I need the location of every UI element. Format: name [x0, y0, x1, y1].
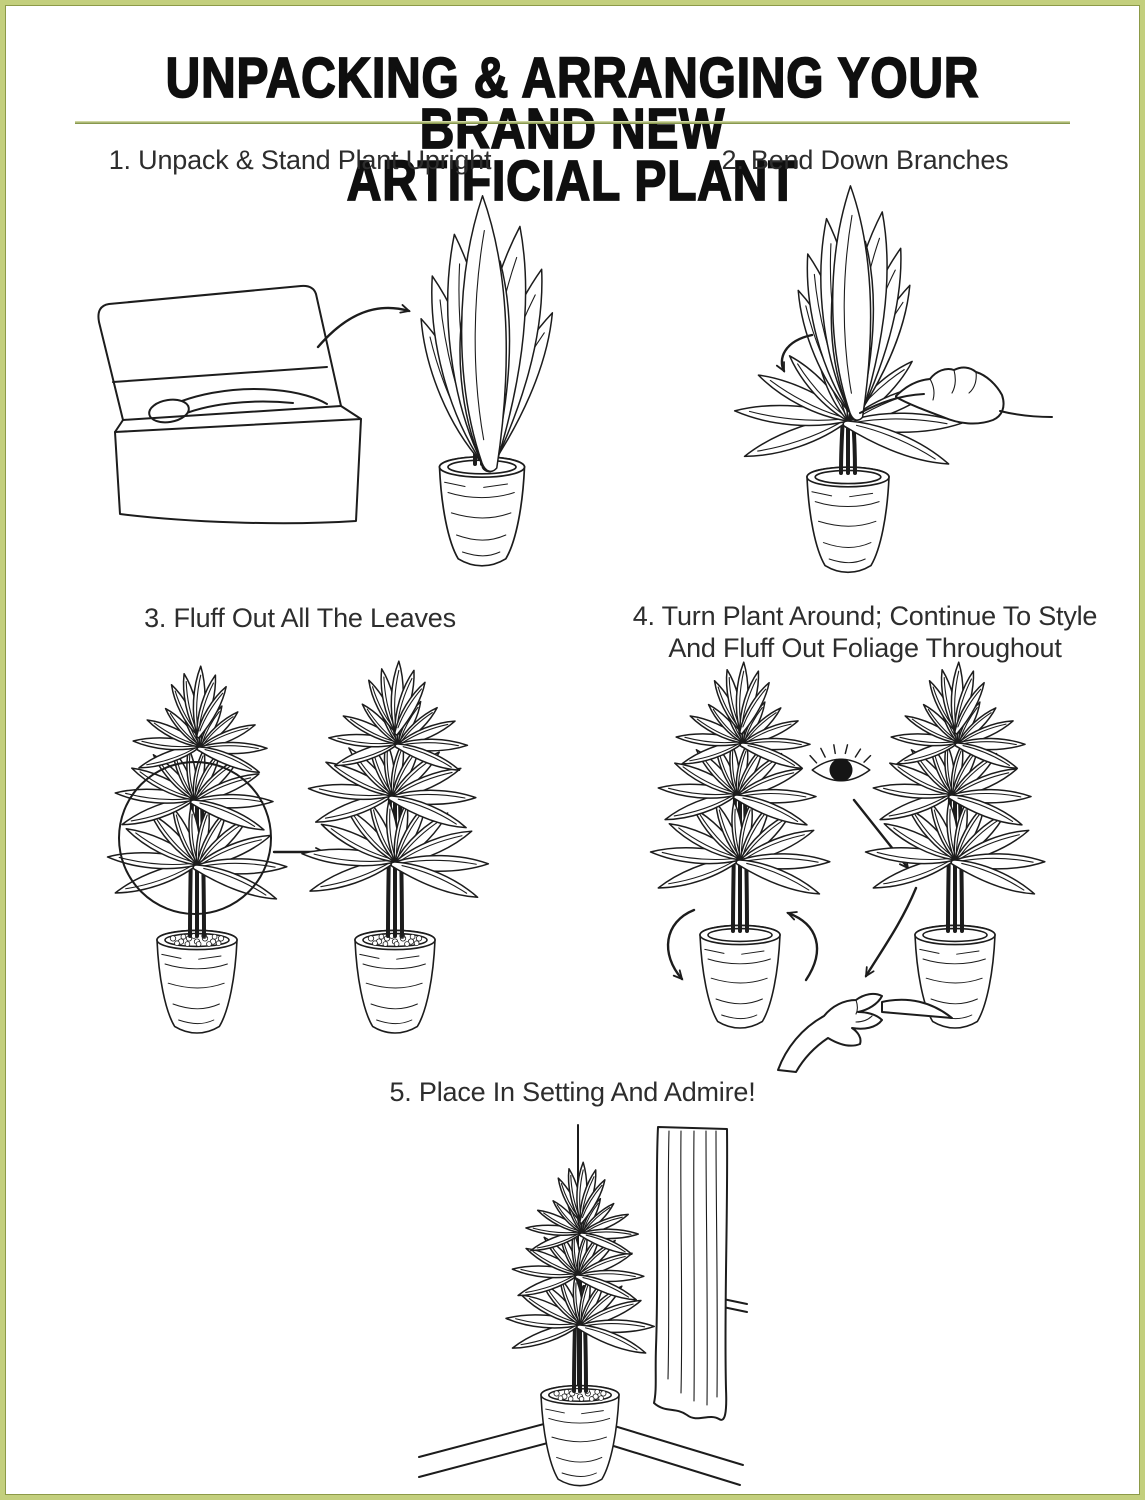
plant-with-bent-branches-icon: [734, 185, 962, 574]
bend-down-arrow-icon: [775, 333, 814, 373]
focus-circle-icon: [118, 761, 272, 915]
plant-after-icon: [302, 661, 489, 1033]
curtain-icon: [653, 1126, 729, 1421]
step3-illustration: [90, 650, 575, 1085]
page-title: UNPACKING & ARRANGING YOUR BRAND NEW ART…: [96, 49, 1049, 210]
rotate-arrows-icon: [666, 908, 819, 982]
step5-heading: 5. Place In Setting And Admire!: [389, 1077, 756, 1107]
step4-heading: 4. Turn Plant Around; Continue To Style …: [600, 601, 1130, 665]
curved-arrow-icon: [316, 304, 411, 349]
step5-illustration: [335, 1117, 765, 1500]
step1-heading: 1. Unpack & Stand Plant Upright: [108, 145, 492, 175]
plant-before-icon: [107, 666, 287, 1033]
styled-plant-in-pot-icon: [506, 1162, 655, 1485]
plant-front-icon: [650, 662, 830, 1029]
page-title-line1: UNPACKING & ARRANGING YOUR BRAND NEW: [165, 46, 980, 162]
hand-icon: [859, 366, 1053, 425]
step1-illustration: [65, 170, 545, 580]
fluff-arrow-icon: [864, 886, 918, 978]
title-divider: [75, 121, 1070, 124]
step4-heading-line1: 4. Turn Plant Around; Continue To Style: [632, 601, 1098, 631]
step3-heading: 3. Fluff Out All The Leaves: [144, 603, 456, 633]
open-shipping-box-icon: [97, 284, 362, 525]
step4-illustration: [620, 650, 1120, 1095]
bundled-plant-in-pot-icon: [406, 195, 562, 567]
step2-illustration: [700, 165, 1060, 620]
plant-back-icon: [865, 662, 1045, 1029]
step4-heading-line2: And Fluff Out Foliage Throughout: [668, 632, 1062, 663]
eye-icon: [809, 744, 872, 782]
step2-heading: 2. Bend Down Branches: [721, 145, 1009, 175]
page-title-line2: ARTIFICIAL PLANT: [346, 148, 799, 213]
hand-icon: [777, 992, 953, 1073]
